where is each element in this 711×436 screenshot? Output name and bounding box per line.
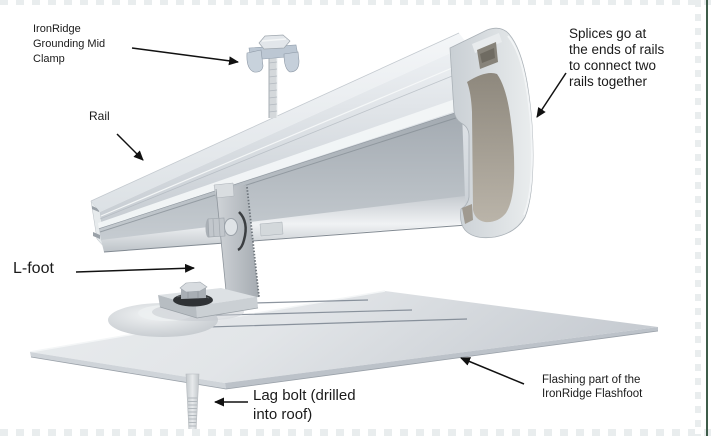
rail-3d xyxy=(90,27,534,253)
l-foot-serrated-edge xyxy=(246,186,260,298)
arrow-rail xyxy=(116,133,144,161)
arrow-mid-clamp xyxy=(131,47,239,66)
l-foot-arm-left-edge xyxy=(215,188,228,302)
arrow-splices xyxy=(536,72,567,118)
callout-arrows xyxy=(75,47,567,407)
l-foot-base-right xyxy=(196,297,258,318)
rail-face-groove xyxy=(99,71,463,220)
transparency-checker-top xyxy=(0,0,711,5)
lag-bolt-shaft xyxy=(185,373,200,433)
flashing-3d xyxy=(29,290,659,390)
clamp-cap-nut xyxy=(258,34,291,50)
flashing-thickness-right xyxy=(225,327,658,389)
arrow-l-foot xyxy=(75,263,195,273)
slide-border-line xyxy=(706,0,708,436)
flashing-bottom-edge xyxy=(30,330,659,390)
rail-slot-hardware xyxy=(259,221,284,237)
arrow-flashing xyxy=(460,357,525,385)
grounding-clip xyxy=(237,211,247,252)
rail-left-slot-lower xyxy=(93,232,100,239)
rail-face-highlight xyxy=(100,62,465,217)
label-l-foot: L-foot xyxy=(13,260,54,277)
arm-bolt-washer xyxy=(224,218,238,236)
l-foot-arm xyxy=(216,185,259,301)
rail-top-face xyxy=(91,33,468,212)
label-flashing: Flashing part of the IronRidge Flashfoot xyxy=(542,374,643,400)
rail-top-slot-inner xyxy=(480,48,495,63)
rail-left-slot-upper xyxy=(92,206,99,212)
rail-top-tab xyxy=(472,33,502,53)
rail-ridge xyxy=(98,97,462,229)
base-bolt-top xyxy=(179,281,208,293)
rail-bottom-flange xyxy=(101,196,467,252)
clamp-threaded-rod xyxy=(269,48,277,118)
transparency-checker-right xyxy=(695,0,701,436)
rail-bottom-slot xyxy=(462,204,473,224)
label-lag-bolt: Lag bolt (drilled into roof) xyxy=(253,387,356,423)
lag-bolt-3d xyxy=(185,373,200,433)
l-foot-3d xyxy=(108,182,260,337)
rail-interior xyxy=(467,73,515,223)
label-splices: Splices go at the ends of rails to conne… xyxy=(569,26,665,89)
flashing-top-surface xyxy=(30,291,658,383)
arm-bolt-hex xyxy=(207,217,226,238)
lag-bolt-threads xyxy=(188,397,197,430)
l-foot-arm-tab xyxy=(213,182,235,199)
transparency-checker-bottom xyxy=(0,429,711,436)
grounding-mid-clamp-3d xyxy=(246,34,300,118)
label-mid-clamp: IronRidge Grounding Mid Clamp xyxy=(33,23,106,65)
clamp-left-wing xyxy=(246,49,264,73)
cap-highlight xyxy=(261,38,287,42)
rail-recess-edge xyxy=(99,115,463,233)
rail-end-cap-highlight xyxy=(507,35,534,216)
flashing-thickness-left xyxy=(30,352,226,389)
label-rail: Rail xyxy=(89,109,110,123)
clamp-right-wing xyxy=(283,51,300,73)
arm-bolt-facets xyxy=(212,218,221,237)
rail-bottom-edge xyxy=(103,224,468,253)
l-foot-base-front xyxy=(158,295,197,318)
l-foot-base-bottom-edge xyxy=(159,306,259,319)
